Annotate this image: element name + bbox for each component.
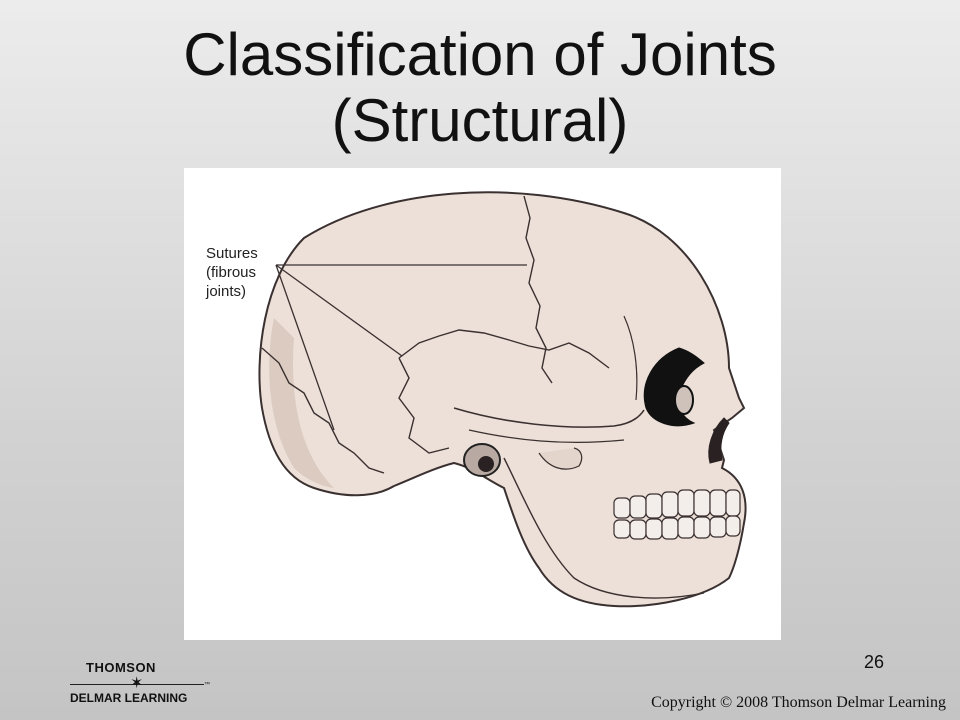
logo-rule [70, 684, 204, 685]
logo-star-icon: ✶ [130, 675, 144, 692]
slide-number: 26 [864, 652, 885, 672]
mandible [503, 457, 705, 599]
slide-title: Classification of Joints (Structural) [0, 22, 960, 154]
upper-teeth [613, 489, 741, 519]
slide-title-line1: Classification of Joints [183, 21, 777, 88]
coronoid [538, 447, 583, 470]
orbit-inner [674, 385, 694, 415]
zygomatic-lower [468, 429, 625, 443]
ear-canal-inner [478, 456, 494, 472]
sutures-label-line2: (fibrous [206, 264, 257, 281]
coronal-suture [523, 195, 553, 384]
slide-title-line2: (Structural) [331, 87, 629, 154]
logo-trademark: ™ [204, 682, 210, 688]
skull-figure: Sutures (fibrous joints) [184, 168, 781, 640]
sutures-label-line3: joints) [206, 283, 247, 300]
logo-line1: THOMSON [86, 660, 156, 675]
lambdoid-suture [261, 347, 385, 474]
skull-shading [269, 318, 334, 488]
thomson-delmar-logo: THOMSON ✶ DELMAR LEARNING ™ [70, 660, 210, 710]
temporal-line [623, 315, 638, 401]
temporal-bone [398, 357, 450, 454]
zygomatic-arch [453, 407, 645, 428]
nasal-cavity [708, 417, 730, 464]
lower-teeth [613, 515, 741, 540]
copyright-notice: Copyright © 2008 Thomson Delmar Learning [651, 694, 946, 711]
logo-line2: DELMAR LEARNING [70, 691, 188, 705]
squamosal-suture [398, 329, 610, 369]
sutures-label: Sutures (fibrous joints) [206, 244, 258, 301]
sutures-label-line1: Sutures [206, 245, 258, 262]
label-leader-lines [275, 264, 527, 431]
skull-illustration [258, 191, 747, 608]
